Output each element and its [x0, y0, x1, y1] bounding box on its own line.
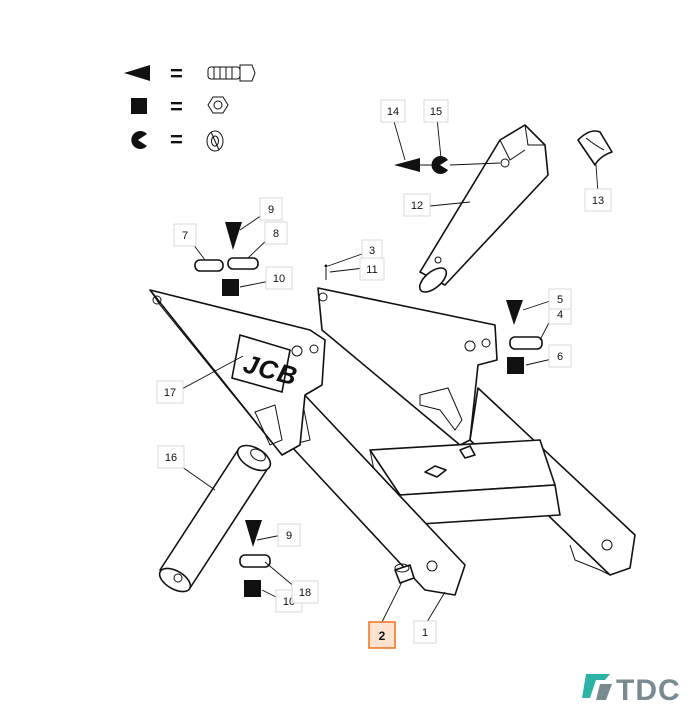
legend-equals-3: = — [170, 127, 183, 152]
svg-text:15: 15 — [430, 106, 442, 118]
svg-text:1: 1 — [422, 627, 428, 639]
symbol-legend: = = = — [124, 61, 256, 152]
svg-text:13: 13 — [592, 195, 604, 207]
nut-icon — [207, 96, 229, 114]
pin-part-18 — [239, 554, 271, 568]
pacman-symbol-icon — [131, 131, 147, 150]
svg-text:2: 2 — [379, 629, 386, 643]
frame-part-1 — [149, 287, 636, 596]
callout-9-top: 9 — [259, 197, 283, 221]
callout-2-highlighted[interactable]: 2 — [368, 621, 396, 649]
callout-13: 13 — [584, 188, 612, 212]
svg-text:12: 12 — [411, 200, 423, 212]
pin-part-2 — [394, 563, 415, 584]
square-symbol-6-icon — [507, 357, 524, 374]
callout-3: 3 — [361, 239, 383, 261]
callout-15: 15 — [423, 99, 449, 123]
svg-text:17: 17 — [164, 387, 176, 399]
svg-text:18: 18 — [299, 587, 311, 599]
callout-16: 16 — [157, 445, 185, 469]
triangle-symbol-9-bottom-icon — [245, 520, 262, 547]
pin-part-8 — [227, 257, 259, 270]
callout-11: 11 — [359, 257, 385, 281]
callout-1: 1 — [413, 620, 437, 644]
pin-part-7 — [194, 259, 224, 272]
square-symbol-icon — [131, 98, 147, 114]
grease-nipple-part-3 — [324, 264, 328, 280]
svg-text:16: 16 — [165, 452, 177, 464]
svg-text:6: 6 — [557, 351, 563, 363]
callout-10-top: 10 — [265, 266, 293, 290]
callout-14: 14 — [380, 99, 406, 123]
tdc-watermark: TDC — [582, 674, 681, 707]
square-symbol-10-bottom-icon — [244, 580, 261, 597]
svg-text:9: 9 — [268, 204, 274, 216]
legend-equals-2: = — [170, 94, 183, 119]
svg-text:7: 7 — [182, 230, 188, 242]
triangle-symbol-5-icon — [506, 300, 523, 325]
svg-text:3: 3 — [369, 245, 375, 257]
cylinder-part-16 — [158, 444, 272, 593]
bolt-icon — [207, 64, 256, 82]
svg-text:5: 5 — [557, 294, 563, 306]
callout-5: 5 — [548, 288, 572, 310]
pin-part-4 — [509, 336, 543, 350]
callout-6: 6 — [548, 344, 572, 368]
shell-part-13 — [577, 130, 613, 166]
callout-labels: 1 2 3 4 5 6 7 8 — [156, 99, 612, 649]
pacman-symbol-15-icon — [431, 155, 448, 174]
square-symbol-10-top-icon — [222, 279, 239, 296]
tdc-logo-icon — [582, 674, 610, 698]
callout-18: 18 — [291, 580, 319, 604]
triangle-symbol-icon — [124, 65, 150, 81]
arm-part-12 — [418, 124, 549, 293]
svg-text:8: 8 — [273, 228, 279, 240]
callout-9-bottom: 9 — [277, 523, 301, 547]
triangle-symbol-9-top-icon — [225, 222, 242, 250]
callout-7: 7 — [173, 223, 197, 247]
svg-text:4: 4 — [557, 309, 563, 321]
callout-12: 12 — [403, 193, 431, 217]
washer-icon — [206, 130, 224, 152]
svg-text:10: 10 — [273, 273, 285, 285]
triangle-symbol-14-icon — [394, 158, 420, 172]
watermark-text: TDC — [616, 674, 681, 707]
legend-equals-1: = — [170, 61, 183, 86]
callout-8: 8 — [264, 221, 288, 245]
callout-17: 17 — [156, 380, 184, 404]
svg-text:11: 11 — [366, 264, 377, 276]
svg-text:14: 14 — [387, 106, 399, 118]
svg-text:9: 9 — [286, 530, 292, 542]
